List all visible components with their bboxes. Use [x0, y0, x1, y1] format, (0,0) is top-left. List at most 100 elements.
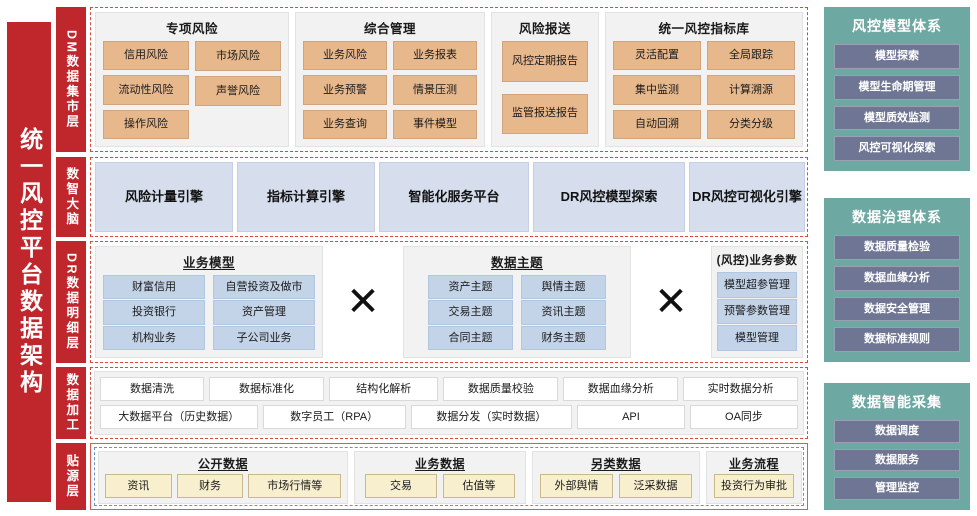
chip-operational-risk[interactable]: 操作风险: [103, 109, 189, 139]
group-unified-indicator-library: 统一风控指标库 灵活配置 集中监测 自动回溯 全局跟踪 计算溯源 分类分级: [605, 12, 803, 147]
main-title-text: 统一风控平台数据架构: [16, 127, 43, 397]
chip-investment-bank[interactable]: 投资银行: [103, 300, 205, 325]
group-title-special-risk: 专项风险: [165, 22, 218, 36]
band-dr: 业务模型 财富信用 投资银行 机构业务 自营投资及做市 资产管理 子公司业务 ✕…: [90, 241, 808, 363]
group-alternative-data: 另类数据 外部舆情 泛采数据: [532, 451, 700, 504]
chip-data-quality-check[interactable]: 数据质量校验: [443, 377, 559, 401]
group-title-risk-reporting: 风险报送: [518, 22, 571, 36]
chip-business-report[interactable]: 业务报表: [393, 41, 477, 71]
chip-data-quality-inspection[interactable]: 数据质量检验: [834, 235, 960, 260]
chip-periodic-risk-report[interactable]: 风控定期报告: [502, 41, 588, 82]
chip-reputation-risk[interactable]: 声誉风险: [195, 76, 281, 106]
chip-auto-backtrack[interactable]: 自动回溯: [613, 109, 701, 139]
chip-valuation[interactable]: 估值等: [443, 474, 515, 498]
engine-dr-model-exploration[interactable]: DR风控模型探索: [533, 162, 685, 232]
group-business-data: 业务数据 交易 估值等: [354, 451, 526, 504]
chip-news[interactable]: 资讯: [105, 474, 172, 498]
group-title-alternative-data: 另类数据: [590, 457, 641, 471]
group-special-risk: 专项风险 信用风险 流动性风险 操作风险 市场风险 声誉风险: [95, 12, 289, 147]
engine-intelligent-service-platform[interactable]: 智能化服务平台: [379, 162, 529, 232]
group-title-business-parameters: (风控)业务参数: [716, 255, 798, 267]
chip-business-risk[interactable]: 业务风险: [303, 41, 387, 71]
chip-proprietary-investment[interactable]: 自营投资及做市: [213, 275, 315, 300]
chip-data-standard-rules[interactable]: 数据标准规则: [834, 327, 960, 352]
chip-event-model[interactable]: 事件模型: [393, 109, 477, 139]
chip-finance-subject[interactable]: 财务主题: [521, 325, 606, 350]
chip-asset-management[interactable]: 资产管理: [213, 300, 315, 325]
chip-sentiment-subject[interactable]: 舆情主题: [521, 275, 606, 300]
chip-hyperparameter-management[interactable]: 模型超参管理: [717, 272, 797, 298]
chip-model-management[interactable]: 模型管理: [717, 325, 797, 352]
layer-label-src: 贴源层: [56, 443, 86, 510]
group-comprehensive-management: 综合管理 业务风险 业务预警 业务查询 业务报表 情景压测 事件模型: [295, 12, 485, 147]
group-data-subject: 数据主题 资产主题 交易主题 合同主题 舆情主题 资讯主题 财务主题: [403, 246, 631, 358]
panel-title-data-governance-system: 数据治理体系: [852, 209, 942, 225]
engine-indicator-calculation[interactable]: 指标计算引擎: [237, 162, 375, 232]
chip-realtime-data-analysis[interactable]: 实时数据分析: [683, 377, 799, 401]
chip-data-lineage-analysis[interactable]: 数据血缘分析: [563, 377, 679, 401]
chip-model-quality-monitoring[interactable]: 模型质效监测: [834, 105, 960, 131]
chip-global-tracking[interactable]: 全局跟踪: [707, 41, 795, 71]
chip-classification-grading[interactable]: 分类分级: [707, 109, 795, 139]
chip-subsidiary-business[interactable]: 子公司业务: [213, 325, 315, 350]
multiply-icon-1: ✕: [346, 280, 380, 324]
chip-api[interactable]: API: [576, 405, 685, 429]
chip-management-monitoring[interactable]: 管理监控: [834, 477, 960, 501]
chip-oa-sync[interactable]: OA同步: [689, 405, 798, 429]
panel-data-intelligent-collection: 数据智能采集 数据调度 数据服务 管理监控: [824, 383, 970, 510]
chip-financials[interactable]: 财务: [176, 474, 244, 498]
chip-placeholder: [195, 111, 281, 139]
chip-calculation-tracing[interactable]: 计算溯源: [707, 75, 795, 105]
chip-regulatory-report[interactable]: 监管报送报告: [502, 93, 588, 134]
panel-title-data-intelligent-collection: 数据智能采集: [852, 394, 942, 410]
chip-data-security-management[interactable]: 数据安全管理: [834, 296, 960, 322]
chip-broad-collection-data[interactable]: 泛采数据: [619, 474, 692, 498]
engine-risk-measurement[interactable]: 风险计量引擎: [95, 162, 233, 232]
group-public-data: 公开数据 资讯 财务 市场行情等: [98, 451, 348, 504]
band-dm: 专项风险 信用风险 流动性风险 操作风险 市场风险 声誉风险 综合管理 业务风险: [90, 7, 808, 152]
layer-label-brain: 数智大脑: [56, 157, 86, 237]
chip-scenario-stress-test[interactable]: 情景压测: [393, 75, 477, 105]
chip-business-query[interactable]: 业务查询: [303, 109, 387, 139]
chip-data-cleaning[interactable]: 数据清洗: [100, 377, 205, 401]
chip-bigdata-platform[interactable]: 大数据平台（历史数据）: [100, 405, 258, 429]
engine-dr-visualization[interactable]: DR风控可视化引擎: [689, 162, 805, 232]
chip-institutional-business[interactable]: 机构业务: [103, 325, 205, 350]
chip-trading[interactable]: 交易: [365, 474, 437, 498]
group-business-model: 业务模型 财富信用 投资银行 机构业务 自营投资及做市 资产管理 子公司业务: [95, 246, 323, 358]
panel-risk-model-system: 风控模型体系 模型探索 模型生命期管理 模型质效监测 风控可视化探索: [824, 7, 970, 171]
chip-market-risk[interactable]: 市场风险: [195, 41, 281, 71]
chip-model-exploration[interactable]: 模型探索: [834, 44, 960, 69]
chip-data-service[interactable]: 数据服务: [834, 448, 960, 472]
chip-news-subject[interactable]: 资讯主题: [521, 300, 606, 325]
chip-data-standardization[interactable]: 数据标准化: [209, 377, 324, 401]
chip-data-lineage-analysis-gov[interactable]: 数据血缘分析: [834, 265, 960, 291]
band-brain: 风险计量引擎 指标计算引擎 智能化服务平台 DR风控模型探索 DR风控可视化引擎: [90, 157, 808, 237]
chip-credit-risk[interactable]: 信用风险: [103, 41, 189, 71]
multiply-icon-2: ✕: [654, 280, 688, 324]
chip-external-sentiment[interactable]: 外部舆情: [540, 474, 613, 498]
chip-asset-subject[interactable]: 资产主题: [428, 275, 513, 300]
layer-label-dm-text: DM数据集市层: [64, 29, 79, 130]
band-source: 公开数据 资讯 财务 市场行情等 业务数据 交易 估值等 另类数据 外部舆情 泛…: [90, 443, 808, 510]
layer-label-proc: 数据加工: [56, 367, 86, 439]
chip-wealth-credit[interactable]: 财富信用: [103, 275, 205, 300]
chip-digital-employee-rpa[interactable]: 数字员工（RPA）: [262, 405, 406, 429]
chip-flexible-config[interactable]: 灵活配置: [613, 41, 701, 71]
chip-risk-visualization-exploration[interactable]: 风控可视化探索: [834, 136, 960, 161]
chip-investment-approval[interactable]: 投资行为审批: [714, 474, 794, 498]
chip-contract-subject[interactable]: 合同主题: [428, 325, 513, 350]
chip-alert-parameter-management[interactable]: 预警参数管理: [717, 298, 797, 325]
chip-structured-parsing[interactable]: 结构化解析: [328, 377, 439, 401]
group-title-business-data: 业务数据: [414, 457, 465, 471]
chip-model-lifecycle-management[interactable]: 模型生命期管理: [834, 74, 960, 100]
chip-trade-subject[interactable]: 交易主题: [428, 300, 513, 325]
layer-label-src-text: 贴源层: [64, 454, 79, 499]
chip-data-distribution[interactable]: 数据分发（实时数据）: [410, 405, 572, 429]
chip-business-alert[interactable]: 业务预警: [303, 75, 387, 105]
chip-market-quotes[interactable]: 市场行情等: [248, 474, 341, 498]
chip-centralized-monitoring[interactable]: 集中监测: [613, 75, 701, 105]
chip-liquidity-risk[interactable]: 流动性风险: [103, 75, 189, 105]
chip-data-scheduling[interactable]: 数据调度: [834, 420, 960, 443]
